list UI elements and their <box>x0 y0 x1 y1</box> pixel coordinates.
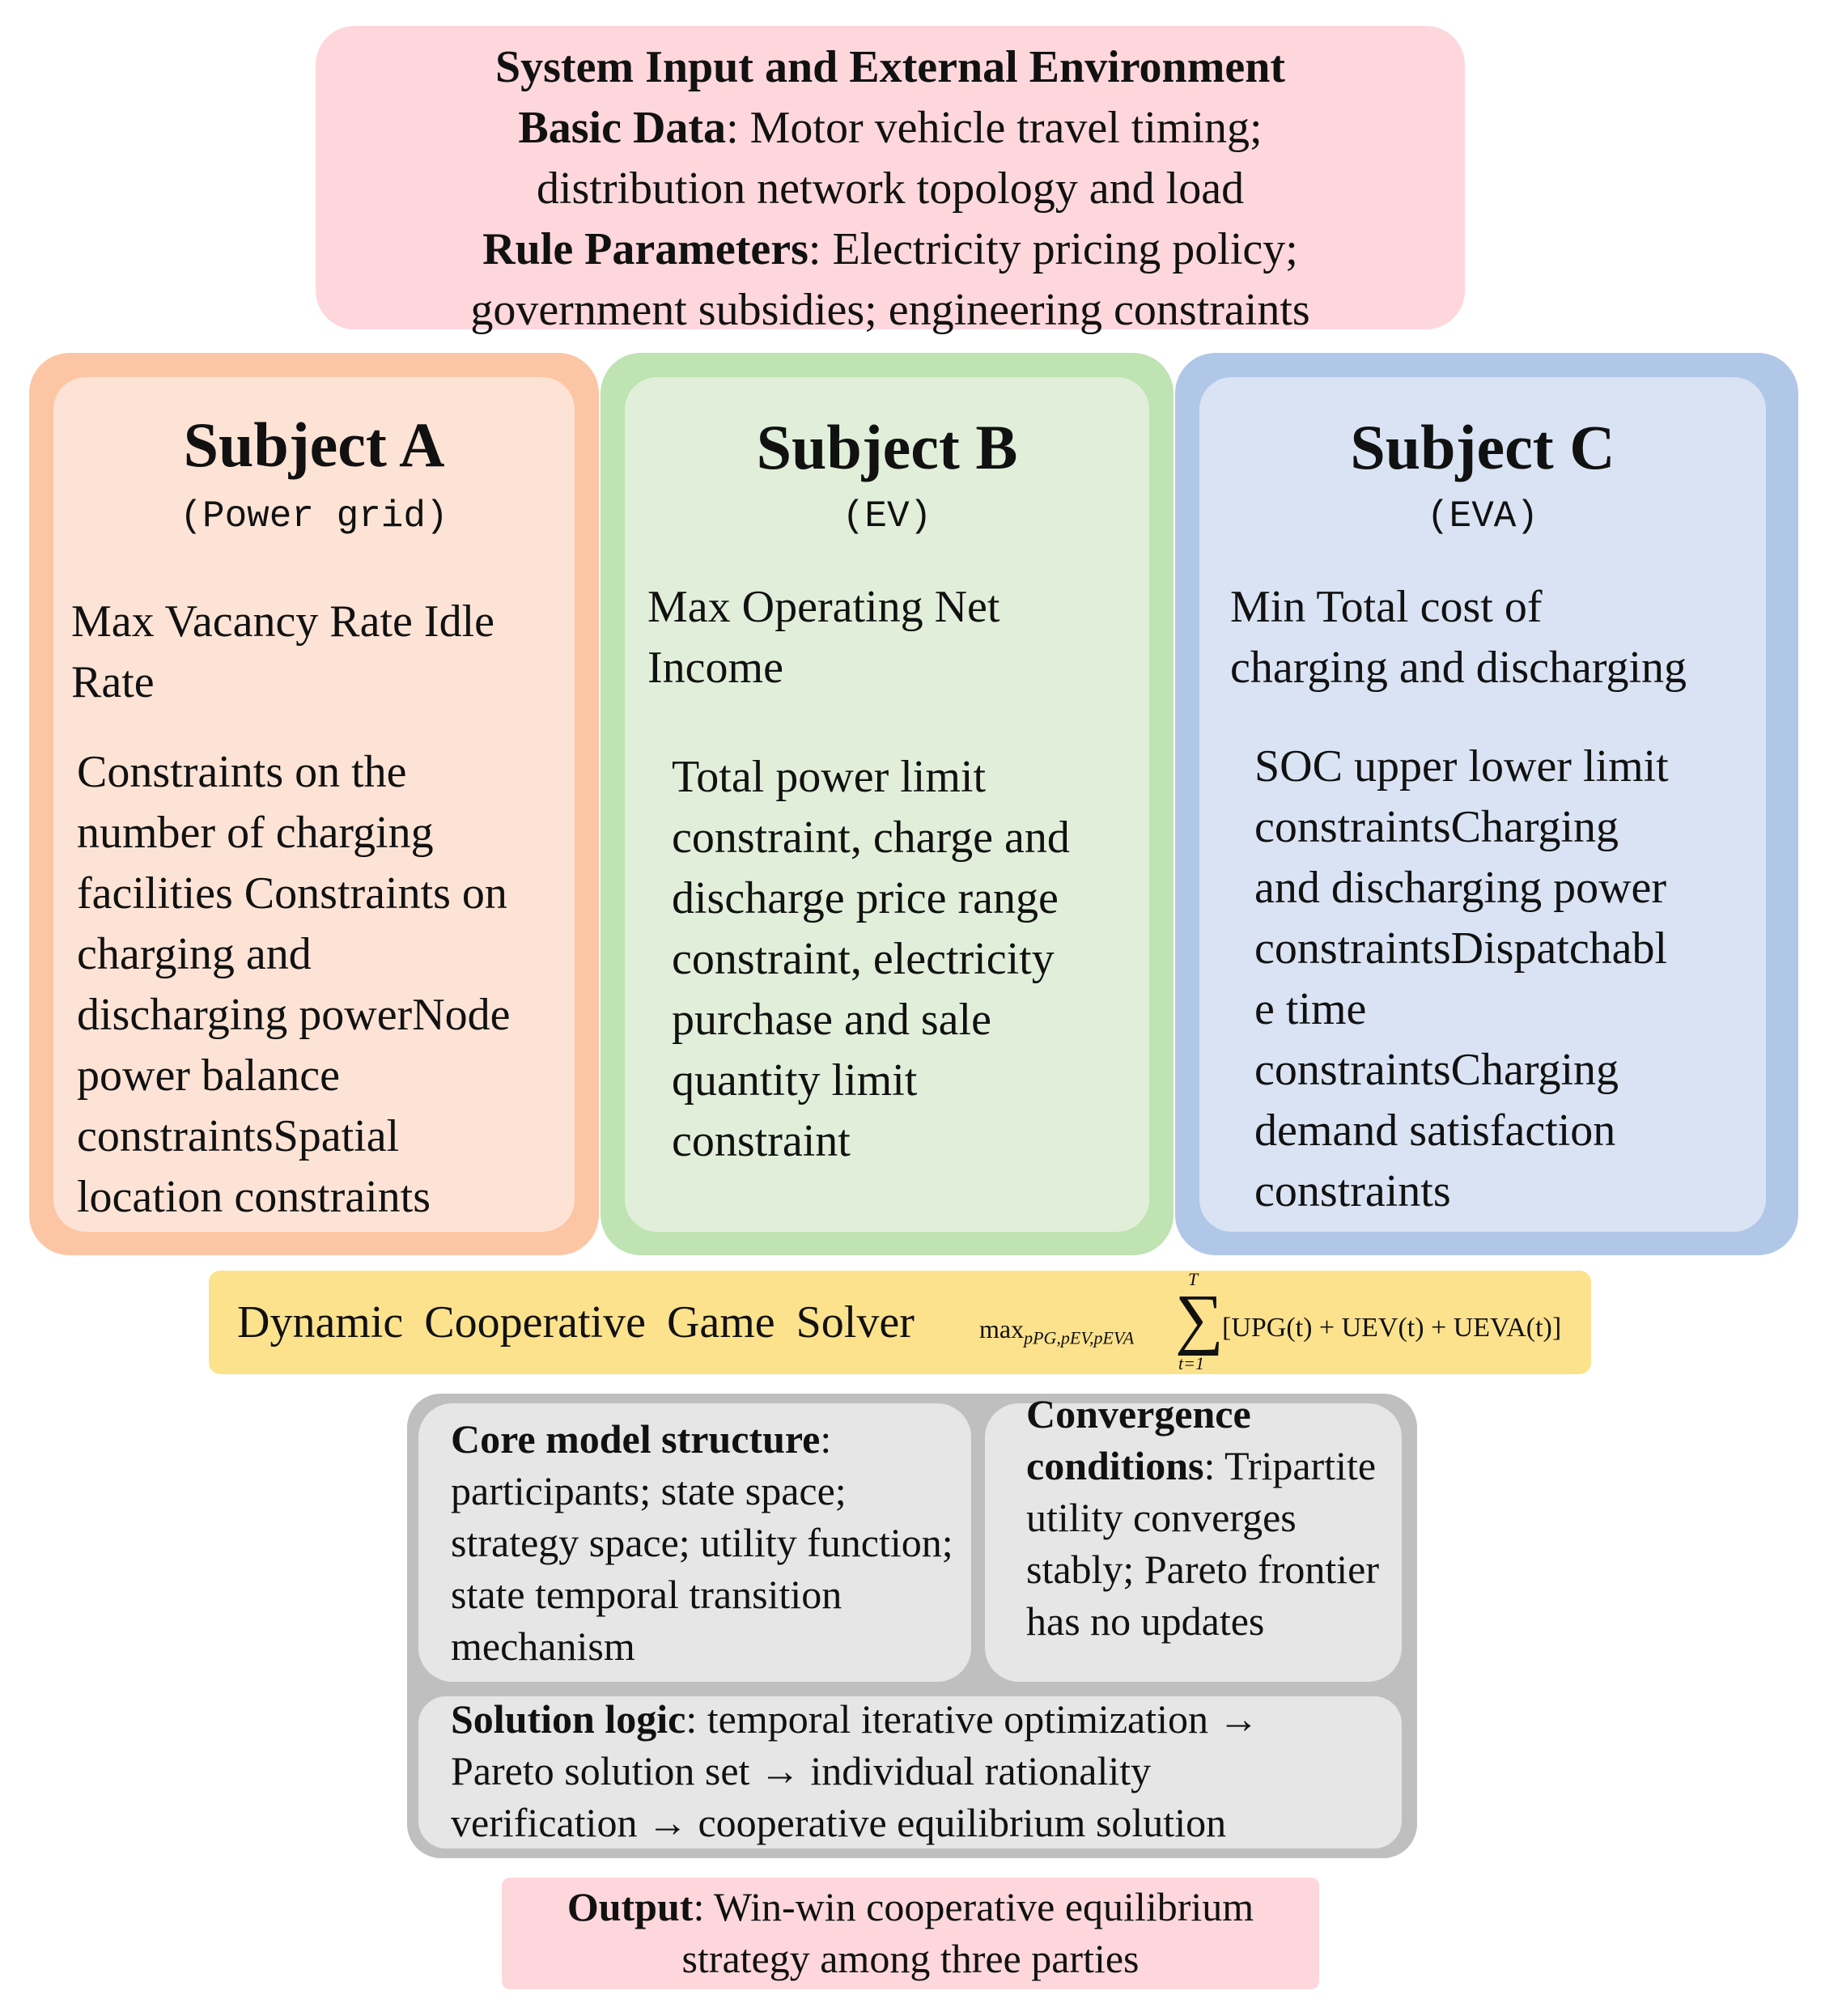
subject-a-constraints: Constraints on the number of charging fa… <box>77 747 511 1222</box>
core-model-box <box>418 1403 971 1682</box>
convergence-text: Convergence conditions: Tripartite utili… <box>1026 1388 1398 1647</box>
subject-b-inner <box>625 377 1149 1232</box>
subject-a-inner <box>53 377 575 1232</box>
core-model-label: Core model structure <box>451 1416 821 1462</box>
core-model-text: Core model structure: participants; stat… <box>451 1413 961 1672</box>
subject-c-subtitle: (EVA) <box>1426 495 1539 537</box>
solver-label: Dynamic Cooperative Game Solver <box>237 1297 915 1348</box>
output-body: : Win-win cooperative equilibrium strate… <box>681 1884 1254 1981</box>
subject-b-objective: Max Operating Net Income <box>647 582 1000 693</box>
subject-c-objective: Min Total cost of charging and dischargi… <box>1230 582 1687 693</box>
solution-logic-line3: verification → cooperative equilibrium s… <box>451 1800 1227 1845</box>
solution-logic-line1: : temporal iterative optimization → <box>685 1696 1259 1742</box>
formula-max-subscript: pPG,pEV,pEVA <box>1024 1327 1135 1348</box>
convergence-box <box>985 1403 1402 1682</box>
convergence-label: Convergence conditions <box>1026 1391 1251 1488</box>
subject-b-title: Subject B <box>756 412 1018 482</box>
output-text: Output: Win-win cooperative equilibrium … <box>502 1878 1319 1984</box>
formula-max: max <box>979 1314 1025 1343</box>
subject-a-subtitle: (Power grid) <box>180 495 448 537</box>
formula-body: [UPG(t) + UEV(t) + UEVA(t)] <box>1222 1313 1562 1343</box>
basic-data-text-2: distribution network topology and load <box>536 163 1245 214</box>
system-input-title: System Input and External Environment <box>494 42 1285 92</box>
basic-data-text: : Motor vehicle travel timing; <box>726 103 1263 153</box>
solution-logic-text: Solution logic: temporal iterative optim… <box>451 1693 1398 1848</box>
rule-parameters-label: Rule Parameters <box>482 224 809 274</box>
core-model-body: : participants; state space; strategy sp… <box>451 1416 953 1669</box>
basic-data-label: Basic Data <box>518 103 727 153</box>
subject-b-constraints: Total power limit constraint, charge and… <box>672 752 1070 1166</box>
output-label: Output <box>567 1884 694 1929</box>
solution-logic-box <box>418 1696 1402 1848</box>
subject-c-constraints: SOC upper lower limit constraintsChargin… <box>1254 741 1669 1216</box>
output-box <box>502 1878 1319 1989</box>
formula-sum-lower: t=1 <box>1178 1353 1204 1373</box>
subject-b-subtitle: (EV) <box>842 495 932 537</box>
subject-a-title: Subject A <box>183 410 445 480</box>
subject-c-inner <box>1199 377 1766 1232</box>
sigma-symbol: ∑ <box>1175 1281 1224 1356</box>
subject-c-title: Subject C <box>1350 412 1615 482</box>
solution-logic-line2: Pareto solution set → individual rationa… <box>451 1748 1152 1793</box>
subject-a-objective: Max Vacancy Rate Idle Rate <box>71 596 494 707</box>
solver-bar <box>209 1271 1591 1374</box>
solution-logic-label: Solution logic <box>451 1696 686 1742</box>
formula-sum-upper: T <box>1188 1269 1199 1289</box>
rule-parameters-text: : Electricity pricing policy; <box>808 224 1298 274</box>
system-input-box: System Input and External Environment Ba… <box>316 26 1465 335</box>
convergence-body: : Tripartite utility converges stably; P… <box>1026 1443 1379 1644</box>
rule-parameters-text-2: government subsidies; engineering constr… <box>470 285 1310 335</box>
